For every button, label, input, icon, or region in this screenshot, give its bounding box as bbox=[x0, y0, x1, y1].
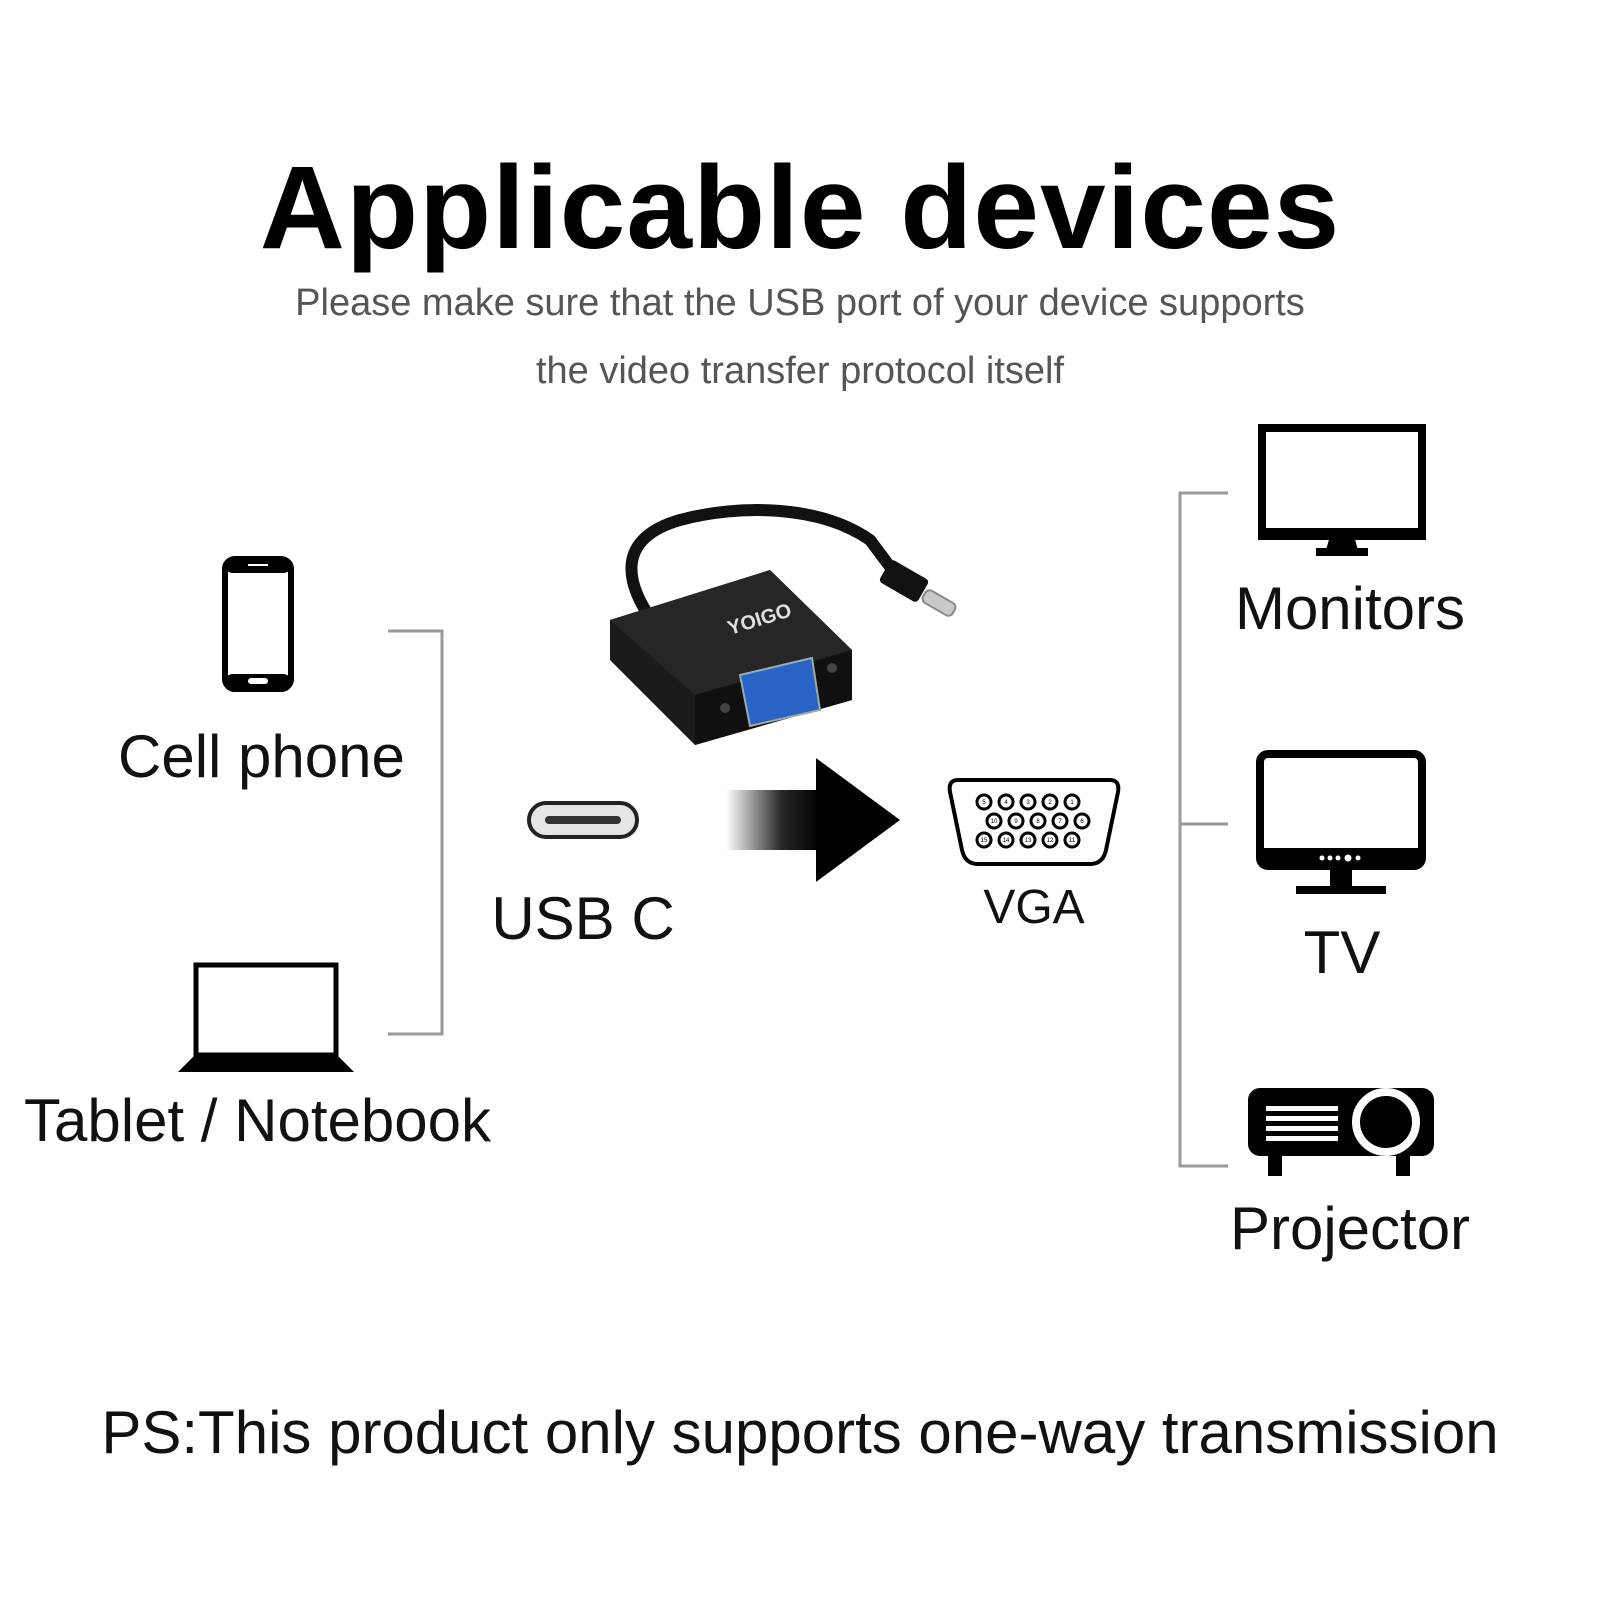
vga-pin bbox=[1019, 831, 1037, 849]
page-title: Applicable devices bbox=[259, 142, 1341, 274]
vga-pin-number: 15 bbox=[981, 838, 988, 844]
cell-phone-label: Cell phone bbox=[118, 723, 405, 790]
vga-pin-number: 10 bbox=[991, 819, 998, 825]
subtitle-line-1: Please make sure that the USB port of yo… bbox=[295, 282, 1305, 324]
usb-c-port-icon bbox=[527, 801, 639, 839]
monitor-icon bbox=[1258, 424, 1426, 556]
vga-pin bbox=[975, 831, 993, 849]
vga-pin bbox=[985, 812, 1003, 830]
vga-pin bbox=[1041, 793, 1059, 811]
vga-pin bbox=[997, 831, 1015, 849]
vga-pin-number: 14 bbox=[1003, 838, 1010, 844]
vga-pin-number: 2 bbox=[1048, 800, 1052, 806]
subtitle-line-2: the video transfer protocol itself bbox=[535, 350, 1065, 392]
projector-label: Projector bbox=[1229, 1195, 1471, 1262]
vga-pin-number: 13 bbox=[1025, 838, 1032, 844]
vga-pin-number: 4 bbox=[1004, 800, 1008, 806]
vga-pin bbox=[997, 793, 1015, 811]
vga-pin-number: 11 bbox=[1069, 838, 1076, 844]
vga-pin bbox=[1063, 793, 1081, 811]
vga-label: VGA bbox=[983, 881, 1085, 934]
monitors-label: Monitors bbox=[1234, 575, 1466, 642]
vga-pin bbox=[1051, 812, 1069, 830]
target-devices-bracket bbox=[1178, 491, 1228, 1168]
source-devices-bracket bbox=[388, 629, 444, 1036]
vga-pin-number: 6 bbox=[1080, 819, 1084, 825]
vga-pin-number: 5 bbox=[982, 800, 986, 806]
vga-pin-number: 1 bbox=[1070, 800, 1074, 806]
vga-pin-number: 8 bbox=[1036, 819, 1040, 825]
tv-icon bbox=[1256, 750, 1426, 894]
vga-pin bbox=[1019, 793, 1037, 811]
laptop-label: Tablet / Notebook bbox=[24, 1087, 491, 1154]
vga-port-icon: 5 4 3 2 1 10 9 8 7 6 15 14 13 12 11 bbox=[947, 778, 1121, 866]
vga-pin-number: 9 bbox=[1014, 819, 1018, 825]
one-way-transmission-note: PS:This product only supports one-way tr… bbox=[101, 1399, 1499, 1466]
vga-pin bbox=[1029, 812, 1047, 830]
vga-pin bbox=[1041, 831, 1059, 849]
usb-c-label: USB C bbox=[491, 885, 675, 952]
vga-pin-number: 3 bbox=[1026, 800, 1030, 806]
vga-pin bbox=[1007, 812, 1025, 830]
usb-c-to-vga-adapter: YOIGO bbox=[610, 504, 957, 745]
laptop-icon bbox=[178, 962, 354, 1072]
arrow-right-icon bbox=[726, 758, 900, 882]
vga-pin bbox=[1073, 812, 1091, 830]
tv-label: TV bbox=[1303, 919, 1381, 986]
projector-icon bbox=[1248, 1088, 1434, 1176]
cell-phone-icon bbox=[222, 556, 294, 692]
vga-pin bbox=[975, 793, 993, 811]
vga-pin bbox=[1063, 831, 1081, 849]
vga-pin-number: 7 bbox=[1058, 819, 1062, 825]
vga-pin-number: 12 bbox=[1047, 838, 1054, 844]
